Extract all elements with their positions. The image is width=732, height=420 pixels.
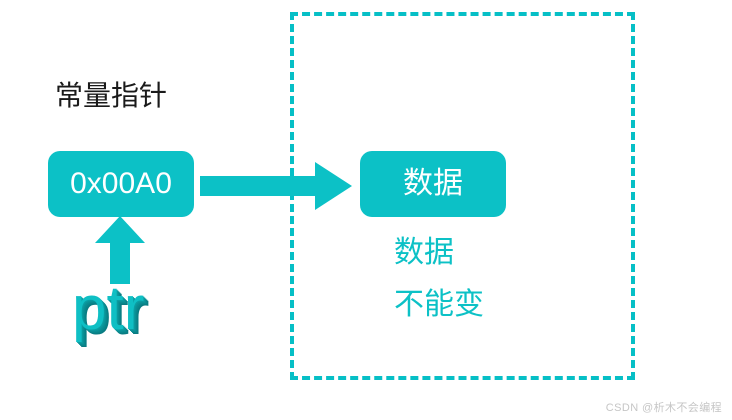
csdn-watermark: CSDN @析木不会编程 xyxy=(605,402,722,414)
points-to-arrow-icon xyxy=(200,162,352,210)
region-note-data: 数据 xyxy=(394,236,454,269)
region-note-immutable: 不能变 xyxy=(394,288,484,321)
target-data-label: 数据 xyxy=(403,167,463,200)
target-data-box: 数据 xyxy=(360,151,506,217)
points-from-arrow-icon xyxy=(95,216,145,284)
pointer-address-label: 0x00A0 xyxy=(70,167,172,200)
pointer-variable-label: ptr xyxy=(72,274,145,343)
diagram-caption: 常量指针 xyxy=(55,80,168,111)
pointer-address-box: 0x00A0 xyxy=(48,151,194,217)
